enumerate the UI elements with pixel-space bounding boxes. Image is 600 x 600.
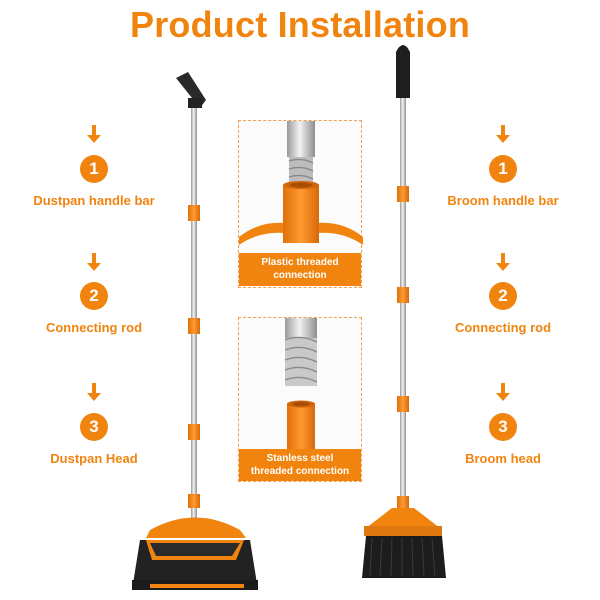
step-number: 1 <box>80 155 108 183</box>
caption-line: Stanless steel <box>266 453 334 464</box>
broom-head <box>362 508 446 578</box>
plastic-connection-panel: Plastic threaded connection <box>238 120 363 288</box>
step-label: Broom handle bar <box>447 193 559 208</box>
dustpan-head <box>132 517 258 590</box>
step-label: Dustpan handle bar <box>33 193 155 208</box>
plastic-connection-illustration <box>239 121 363 245</box>
step-number: 1 <box>489 155 517 183</box>
step-number: 2 <box>489 282 517 310</box>
page-title: Product Installation <box>129 4 471 45</box>
arrow-down-icon <box>87 383 101 401</box>
steel-connection-caption: Stanless steel threaded connection <box>239 449 361 481</box>
step-label: Broom head <box>465 451 541 466</box>
broom-pole <box>396 45 410 516</box>
dustpan-pole <box>176 72 206 524</box>
arrow-down-icon <box>496 253 510 271</box>
steel-connection-illustration <box>284 318 318 450</box>
arrow-down-icon <box>496 383 510 401</box>
caption-line: Plastic threaded <box>261 257 339 268</box>
arrow-down-icon <box>87 125 101 143</box>
step-number: 3 <box>80 413 108 441</box>
step-number: 2 <box>80 282 108 310</box>
plastic-connection-caption: Plastic threaded connection <box>239 253 361 286</box>
arrow-down-icon <box>496 125 510 143</box>
step-label: Connecting rod <box>454 320 552 335</box>
steel-connection-panel: Stanless steel threaded connection <box>238 317 362 482</box>
step-label: Dustpan Head <box>50 451 138 466</box>
step-number: 3 <box>489 413 517 441</box>
arrow-down-icon <box>87 253 101 271</box>
caption-line: connection <box>273 270 327 281</box>
step-label: Connecting rod <box>45 320 143 335</box>
caption-line: threaded connection <box>250 466 350 477</box>
